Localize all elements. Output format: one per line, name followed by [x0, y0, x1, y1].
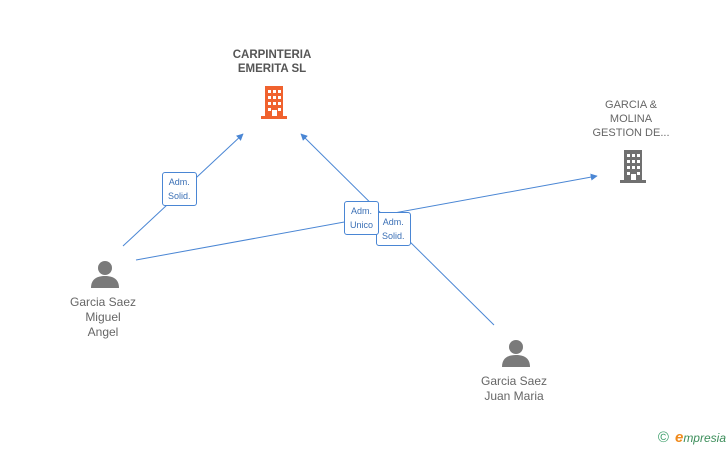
person-label-miguel[interactable]: Garcia Saez Miguel Angel [69, 295, 137, 339]
edge-label-juan-carpinteria[interactable]: Adm. Solid. [376, 212, 411, 246]
empresia-logo[interactable]: © e mpresia [658, 429, 726, 446]
edge-label-miguel-carpinteria[interactable]: Adm. Solid. [162, 172, 197, 206]
company-label-carpinteria[interactable]: CARPINTERIA EMERITA SL [232, 49, 312, 75]
person-label-juan[interactable]: Garcia Saez Juan Maria [480, 374, 548, 403]
company-label-garcia-molina[interactable]: GARCIA & MOLINA GESTION DE... [592, 99, 670, 139]
person-icon[interactable] [89, 259, 121, 289]
copyright-icon: © [657, 429, 669, 446]
building-icon[interactable] [617, 148, 649, 184]
brand-initial: e [674, 429, 684, 446]
edge-label-miguel-garcia-molina[interactable]: Adm. Unico [344, 201, 380, 235]
building-icon[interactable] [258, 84, 290, 120]
brand-name: mpresia [683, 430, 726, 445]
person-icon[interactable] [500, 338, 532, 368]
